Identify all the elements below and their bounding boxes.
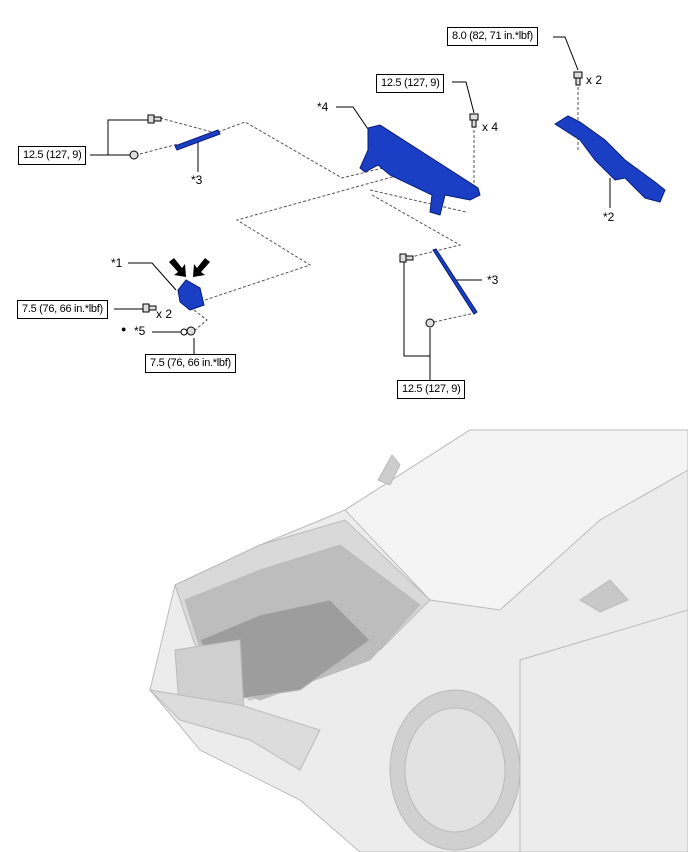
vehicle-illustration [148, 429, 688, 852]
callout-part-5: *5 [134, 324, 146, 338]
quantity-label: x 2 [156, 307, 173, 321]
callout-part-2: *2 [603, 210, 615, 224]
nut-icon [129, 150, 139, 160]
quantity-label: x 4 [482, 120, 499, 134]
assembly-lines [139, 82, 579, 331]
callout-part-4: *4 [317, 100, 329, 114]
torque-spec-lock-bolts: 7.5 (76, 66 in.*lbf) [17, 300, 108, 319]
cowl-panel-part-4 [359, 124, 481, 216]
leader-lines [90, 36, 611, 380]
nut-icon [425, 318, 435, 328]
callout-part-1: *1 [111, 256, 123, 270]
torque-spec-bracket-bolts: 8.0 (82, 71 in.*lbf) [447, 27, 538, 46]
washer-icon [180, 328, 188, 336]
bracket-part-2 [554, 115, 666, 203]
bolt-icon [399, 253, 407, 263]
arrow-icons [169, 258, 210, 277]
callout-part-3-right: *3 [487, 273, 499, 287]
torque-spec-cowl-bolts: 12.5 (127, 9) [376, 74, 445, 93]
fasteners [129, 71, 583, 336]
hood-support-right-part-3 [432, 248, 478, 315]
callout-part-3-left: *3 [191, 173, 203, 187]
bolt-icon [573, 71, 583, 79]
bolt-icon [142, 303, 150, 313]
torque-spec-lock-nut: 7.5 (76, 66 in.*lbf) [145, 354, 236, 373]
bolt-icon [469, 113, 479, 121]
torque-spec-right-support: 12.5 (127, 9) [397, 380, 466, 399]
torque-spec-left-support: 12.5 (127, 9) [18, 146, 87, 165]
parts [174, 115, 666, 315]
nut-icon [186, 326, 196, 336]
arrow-icon [169, 258, 186, 277]
non-reusable-mark: ● [121, 324, 127, 334]
hood-lock-part-1 [177, 279, 205, 311]
arrow-icon [193, 258, 210, 277]
bolt-icon [147, 114, 155, 124]
quantity-label: x 2 [586, 73, 603, 87]
hood-support-left-part-3 [174, 129, 221, 151]
